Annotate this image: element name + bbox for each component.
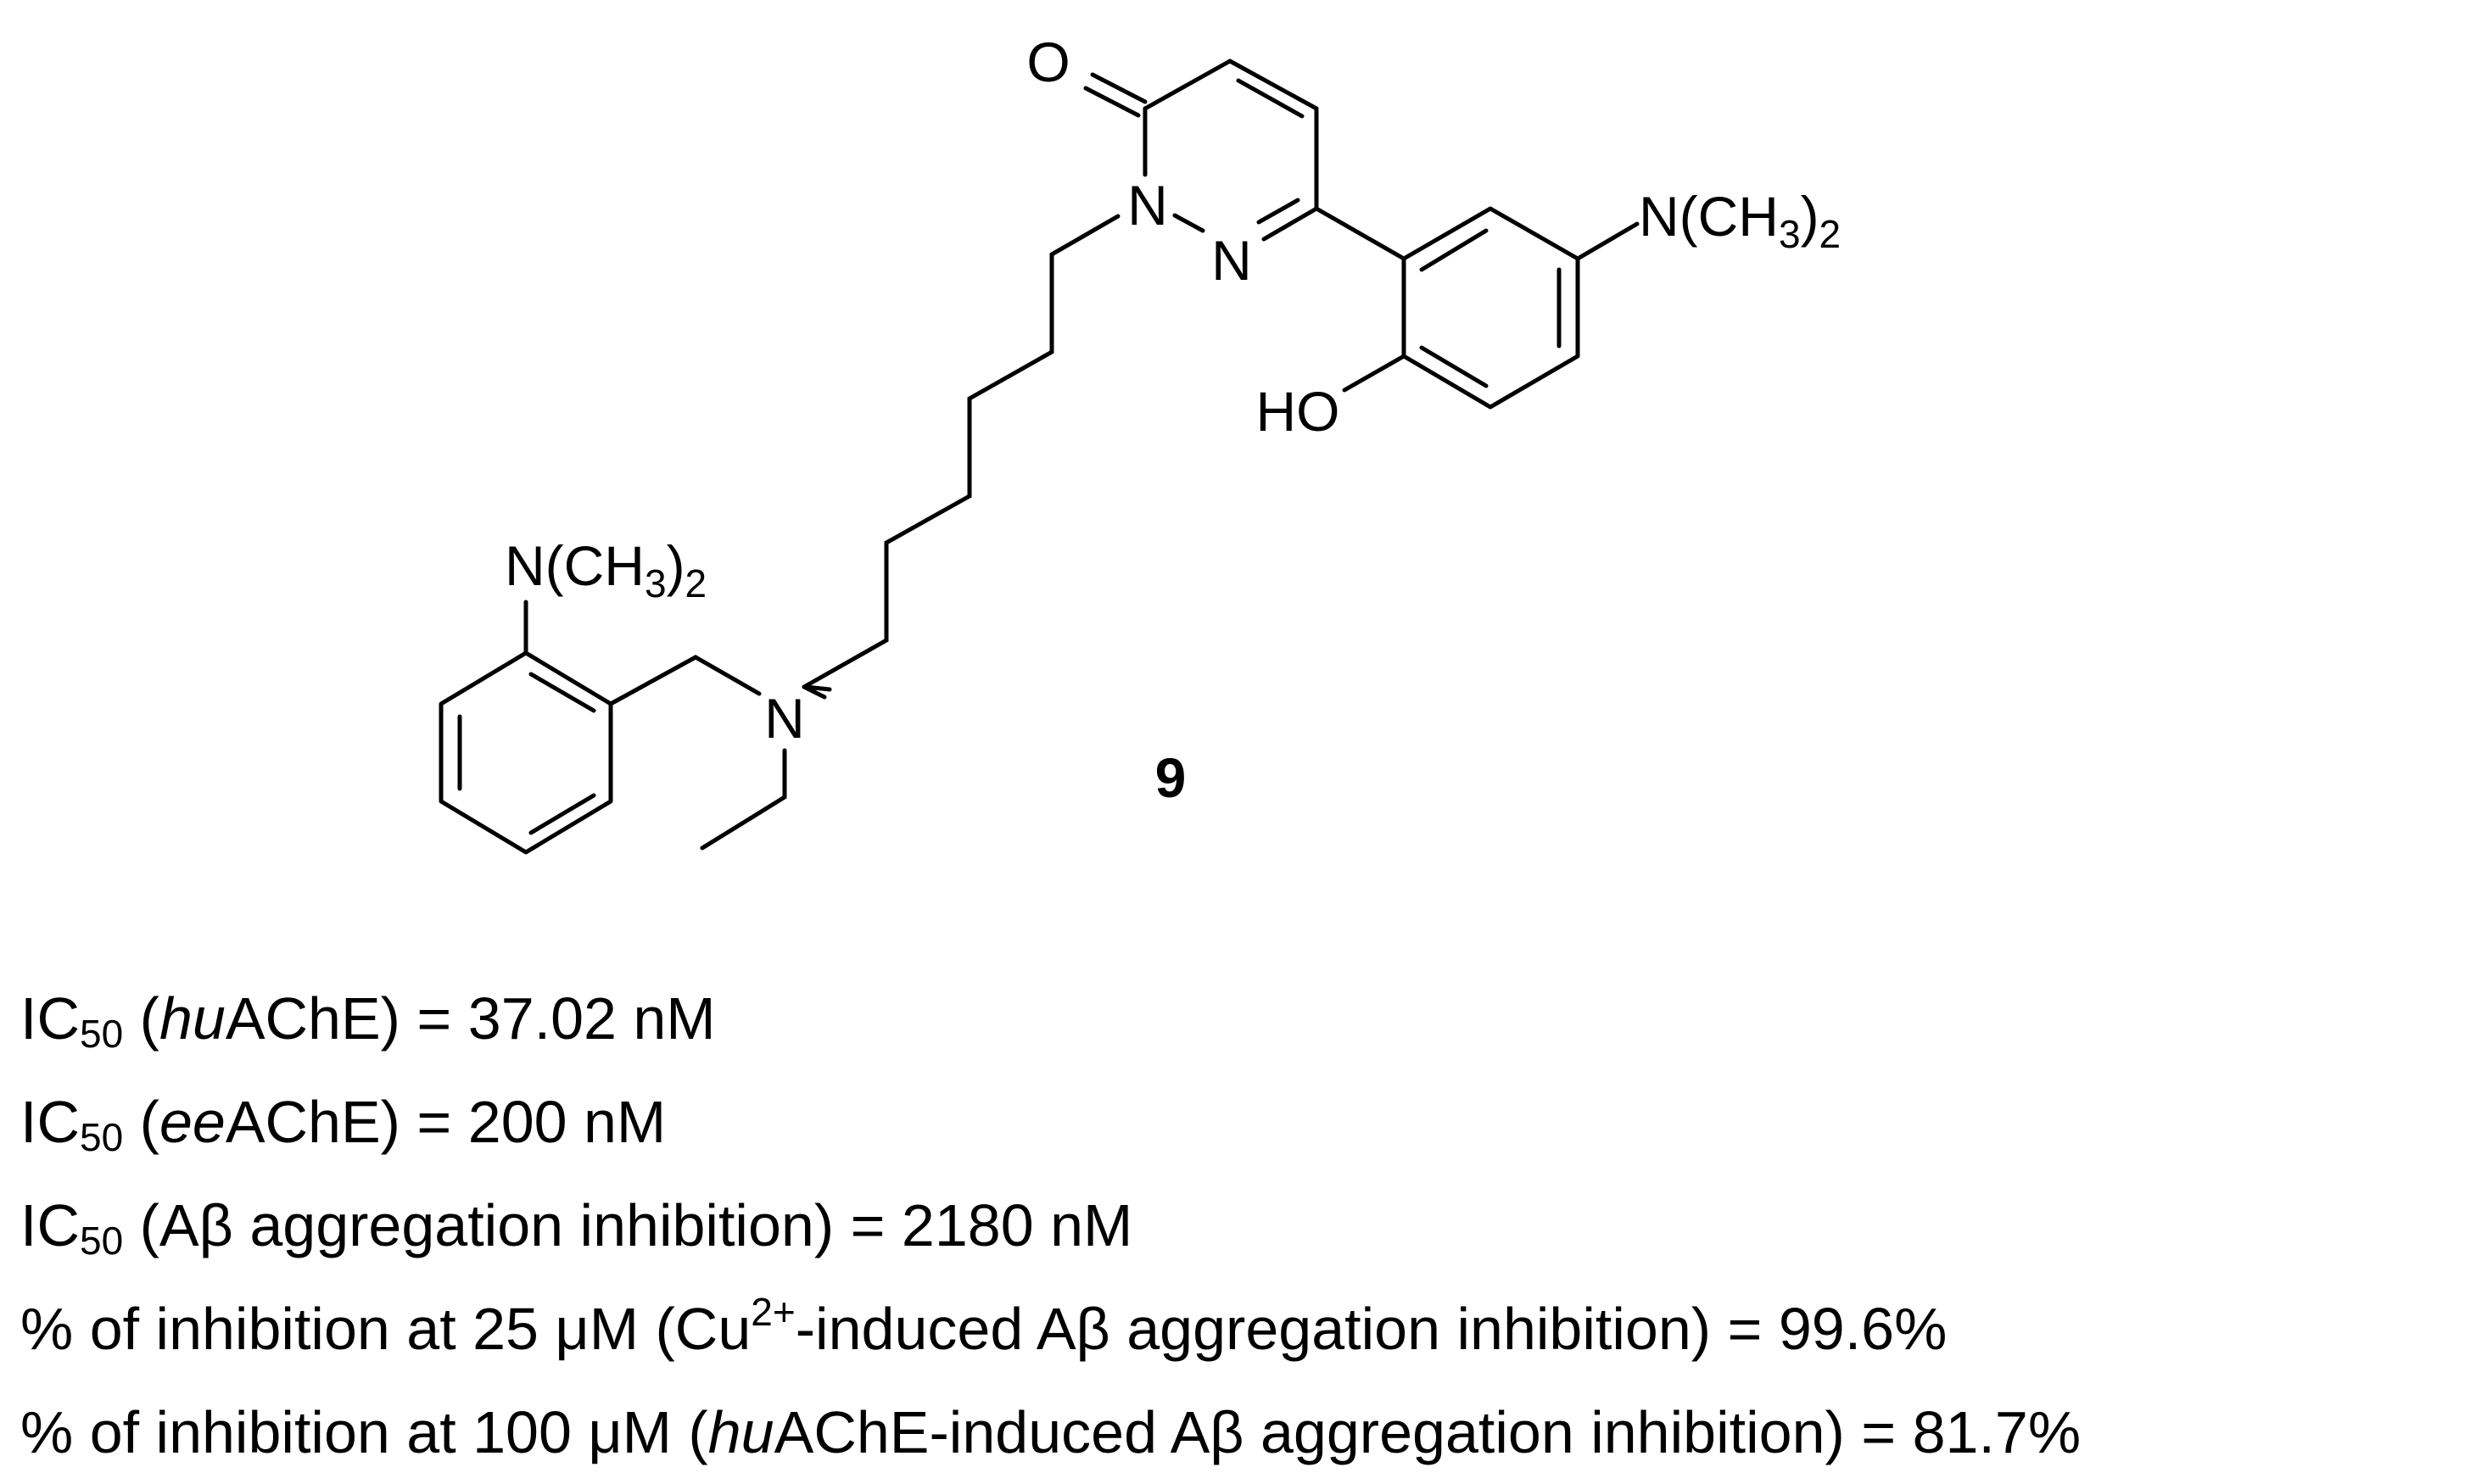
carbonyl-bond-2 (1083, 86, 1141, 118)
ic50-subscript: 50 (80, 1012, 124, 1056)
cu-induced-inhibition-line: % of inhibition at 25 μM (Cu2+-induced A… (20, 1277, 2472, 1381)
ic50-eeache-value: AChE) = 200 nM (225, 1089, 667, 1155)
lower-benzene-ring (439, 650, 613, 855)
huache-inhibition-text: % of inhibition at 100 μM ( (20, 1399, 708, 1465)
cu-charge: 2+ (751, 1290, 796, 1334)
amine-nitrogen-label: N (764, 687, 805, 750)
activity-data: IC50 (huAChE) = 37.02 nM IC50 (eeAChE) =… (20, 967, 2472, 1484)
phenol-ring-outline (1401, 206, 1580, 410)
ic50-huache-line: IC50 (huAChE) = 37.02 nM (20, 967, 2472, 1070)
hydroxyl-label: HO (1256, 380, 1340, 443)
compound-number: 9 (1155, 746, 1187, 809)
ic50-abeta-line: IC50 (Aβ aggregation inhibition) = 2180 … (20, 1174, 2472, 1277)
lower-ring-double-3 (528, 793, 596, 835)
species-hu: hu (707, 1399, 774, 1465)
phenol-ring (1401, 206, 1580, 410)
ring-bond (1227, 59, 1319, 111)
benzyl-linker (608, 655, 762, 706)
lower-ring-double-1 (528, 672, 596, 713)
ring-bond (1261, 206, 1319, 242)
lower-ring-outline (439, 650, 613, 855)
upper-dimethylamino-bond (1575, 221, 1640, 261)
phenol-ring-double-1 (1419, 228, 1489, 272)
cu-inhibition-value: -induced Aβ aggregation inhibition) = 99… (795, 1296, 1948, 1362)
ic50-prefix: IC (20, 1192, 80, 1258)
hydroxyl-bond (1342, 354, 1406, 393)
ic50-subscript: 50 (80, 1219, 124, 1263)
huache-induced-inhibition-line: % of inhibition at 100 μM (huAChE-induce… (20, 1381, 2472, 1484)
amine-to-chain-bond (803, 684, 832, 692)
ring-double-bond-inner (1256, 198, 1300, 225)
n-n-bond (1172, 213, 1205, 233)
paren-open: ( (123, 1089, 159, 1155)
ring-nitrogen-1-label: N (1127, 174, 1168, 237)
ring-nitrogen-2-label: N (1211, 229, 1252, 292)
ring-double-bond-inner (1236, 78, 1305, 119)
ethyl-group (700, 748, 787, 851)
ring-bond (1143, 59, 1232, 111)
carbonyl-bond (1090, 72, 1148, 104)
ic50-eeache-line: IC50 (eeAChE) = 200 nM (20, 1070, 2472, 1174)
hexyl-chain (802, 214, 1121, 689)
phenol-ring-double-3 (1419, 345, 1489, 388)
lower-dimethylamino-label: N(CH3)2 (505, 534, 707, 605)
ic50-subscript: 50 (80, 1115, 124, 1159)
cu-inhibition-text: % of inhibition at 25 μM (Cu (20, 1296, 752, 1362)
species-hu: hu (159, 985, 226, 1052)
ic50-huache-value: AChE) = 37.02 nM (225, 985, 716, 1052)
huache-inhibition-value: AChE-induced Aβ aggregation inhibition) … (774, 1399, 2082, 1465)
carbonyl-oxygen-label: O (1026, 31, 1070, 93)
biaryl-bond (1314, 206, 1406, 261)
ic50-prefix: IC (20, 985, 80, 1052)
ic50-prefix: IC (20, 1089, 80, 1155)
ic50-abeta-value: (Aβ aggregation inhibition) = 2180 nM (123, 1192, 1133, 1258)
pyridazinone-ring (1083, 59, 1319, 242)
upper-dimethylamino-label: N(CH3)2 (1639, 185, 1841, 256)
paren-open: ( (123, 985, 159, 1052)
species-ee: ee (159, 1089, 226, 1155)
